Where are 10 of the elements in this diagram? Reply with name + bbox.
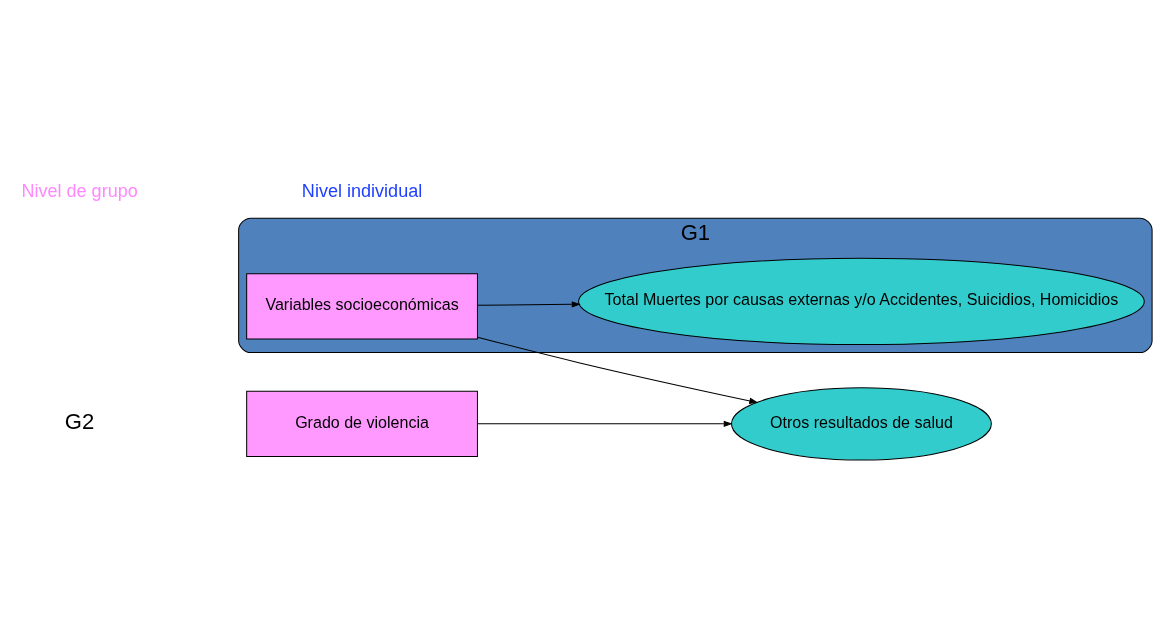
label: G2 [64,408,95,434]
arrow [477,420,732,427]
node-ellipse: Total Muertes por causas externas y/o Accidentes, Suicidios, Homicidios [578,257,1145,345]
arrow [477,300,580,307]
label: Nivel de grupo [21,179,138,200]
node-ellipse: Otros resultados de salud [731,386,992,460]
arrow [477,336,758,404]
node-box: Variables socioeconómicas [246,272,478,340]
label: Nivel individual [301,179,423,200]
node-box: Grado de violencia [246,390,478,457]
